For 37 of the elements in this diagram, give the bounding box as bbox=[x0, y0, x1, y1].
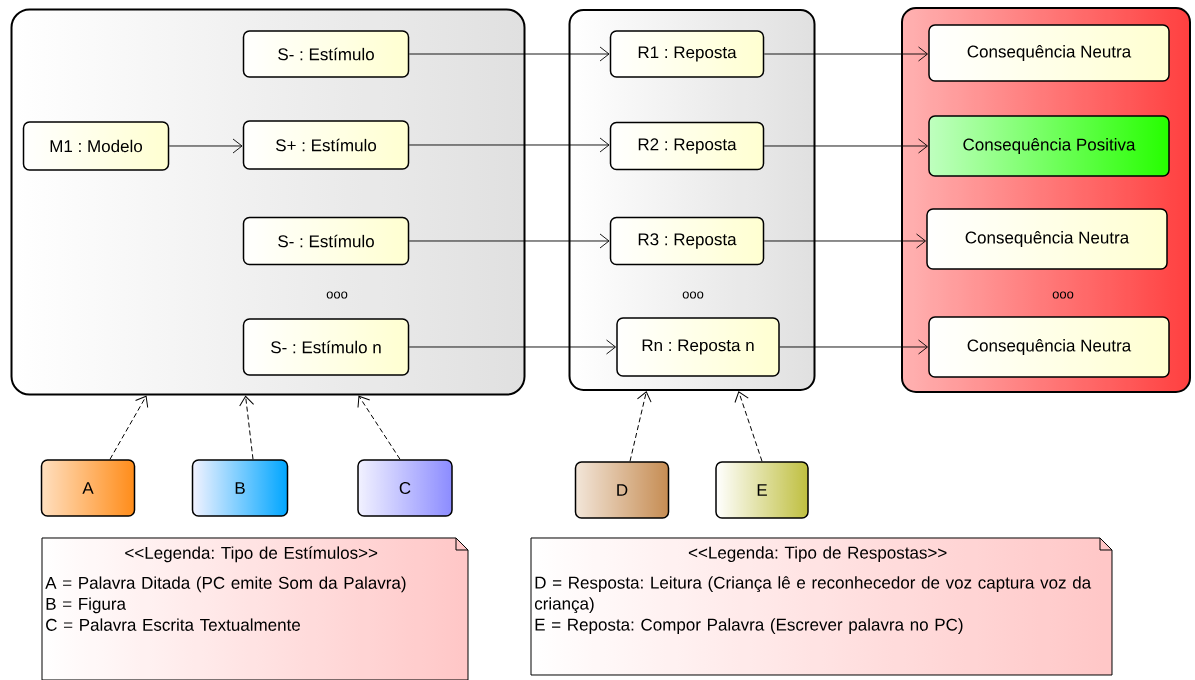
arrow bbox=[239, 395, 255, 460]
response-type-box: E bbox=[715, 461, 809, 519]
ellipsis-mark: ooo bbox=[682, 291, 704, 299]
arrow bbox=[763, 233, 926, 249]
note: <<Legenda: Tipo de Estímulos>> A = Palavra Ditada (PC emite Som da Palavra) B = Figura C = Palavra Escrita Textualmente bbox=[41, 537, 469, 680]
consequence-box: Consequência Neutra bbox=[928, 316, 1170, 378]
response-box: R1 : Reposta bbox=[609, 30, 765, 78]
stimulus-box: S- : Estímulo bbox=[242, 216, 410, 266]
note: <<Legenda: Tipo de Respostas>> D = Resposta: Leitura (Criança lê e reconhecedor de voz captura voz da criança) E = Reposta: Compor Palavra (Escrever palavra no PC) bbox=[530, 537, 1113, 676]
response-box: Rn : Reposta n bbox=[616, 317, 780, 377]
arrow bbox=[408, 46, 610, 62]
ellipsis-mark: ooo bbox=[326, 291, 348, 299]
response-box: R3 : Reposta bbox=[609, 216, 765, 266]
consequence-box: Consequência Positiva bbox=[928, 115, 1170, 177]
consequence-box: Consequência Neutra bbox=[928, 24, 1170, 82]
arrow bbox=[408, 233, 610, 249]
arrow bbox=[629, 391, 652, 462]
arrow bbox=[109, 395, 149, 460]
consequence-box: Consequência Neutra bbox=[926, 208, 1168, 270]
arrow bbox=[763, 46, 928, 62]
stimulus-box: S- : Estímulo n bbox=[242, 318, 410, 376]
arrow bbox=[408, 137, 610, 153]
arrow bbox=[779, 339, 928, 355]
arrow bbox=[408, 339, 616, 355]
stimulus-box: S+ : Estímulo bbox=[242, 120, 410, 170]
arrow bbox=[734, 391, 763, 462]
arrow bbox=[357, 395, 401, 460]
stimulus-type-box: A bbox=[40, 459, 136, 517]
stimulus-box: S- : Estímulo bbox=[242, 30, 410, 78]
model-box: M1 : Modelo bbox=[22, 121, 170, 171]
response-box: R2 : Reposta bbox=[609, 121, 765, 171]
stimulus-type-box: B bbox=[191, 459, 289, 517]
arrow bbox=[763, 138, 928, 154]
arrow bbox=[168, 138, 243, 154]
response-type-box: D bbox=[574, 461, 670, 519]
ellipsis-mark: ooo bbox=[1052, 291, 1074, 299]
stimulus-type-box: C bbox=[357, 459, 453, 517]
